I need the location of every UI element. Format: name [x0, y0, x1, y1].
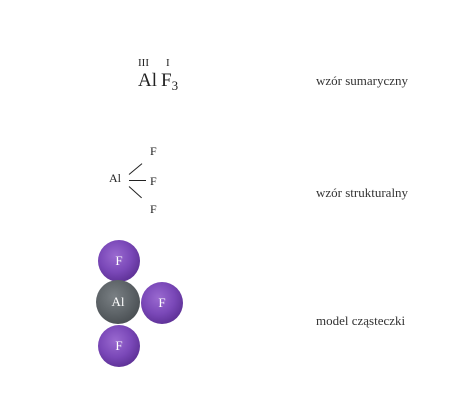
formula-f: F3 [161, 70, 179, 93]
bond-bottom [128, 186, 142, 199]
model-caption: model cząsteczki [316, 313, 406, 328]
formula-al: Al [138, 70, 157, 91]
structural-center-al: Al [109, 171, 121, 185]
bond-top [128, 163, 143, 175]
model-atom-al-label: Al [111, 294, 125, 309]
formula-subscript: 3 [171, 78, 179, 93]
valence-f: I [166, 57, 170, 69]
model-atom-f-right: F [141, 282, 183, 324]
model-atom-f-top-label: F [115, 253, 123, 268]
structural-f-bottom: F [150, 202, 157, 216]
structural-caption: wzór strukturalny [316, 185, 409, 200]
formula-f-symbol: F [161, 70, 172, 91]
bond-middle [129, 180, 146, 181]
model-atom-f-bottom-label: F [115, 338, 123, 353]
model-atom-f-right-label: F [158, 295, 166, 310]
summary-caption: wzór sumaryczny [316, 73, 409, 88]
structural-f-middle: F [150, 174, 157, 188]
valence-al: III [138, 57, 149, 69]
model-atom-f-bottom: F [98, 325, 140, 367]
model-atom-al: Al [96, 280, 140, 324]
model-atom-f-top: F [98, 240, 140, 282]
structural-f-top: F [150, 144, 157, 158]
